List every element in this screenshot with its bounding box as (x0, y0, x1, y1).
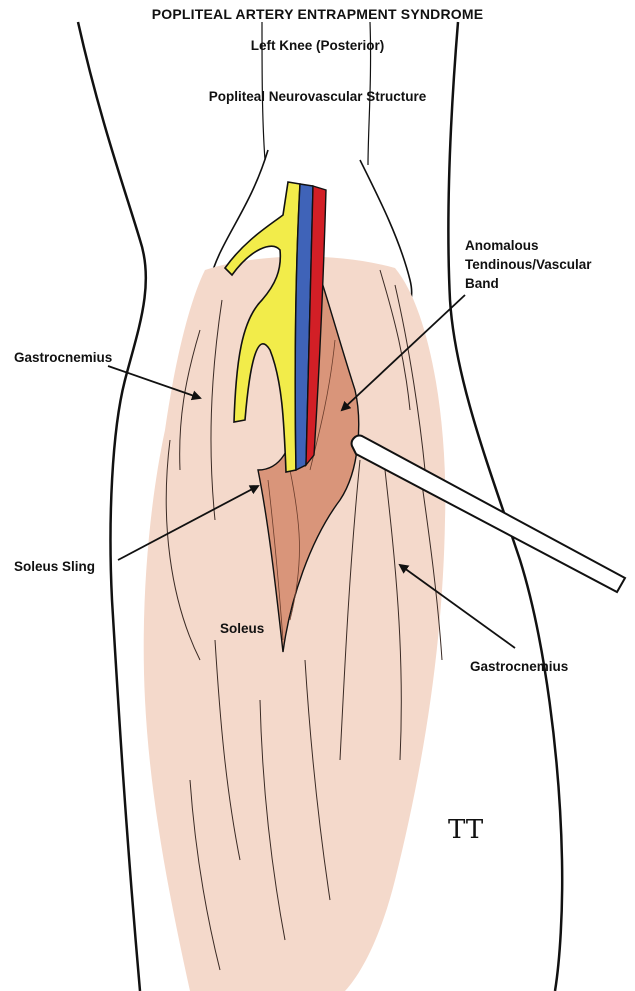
label-gastrocnemius-left: Gastrocnemius (14, 349, 112, 366)
label-gastrocnemius-right: Gastrocnemius (470, 658, 568, 675)
structure-subtitle: Popliteal Neurovascular Structure (0, 88, 635, 105)
diagram-title: POPLITEAL ARTERY ENTRAPMENT SYNDROME (0, 6, 635, 23)
label-soleus-sling: Soleus Sling (14, 558, 95, 575)
leg-outline-left (78, 22, 146, 991)
label-anomalous-band: Anomalous Tendinous/Vascular Band (465, 236, 625, 293)
view-subtitle: Left Knee (Posterior) (0, 37, 635, 54)
label-soleus: Soleus (220, 620, 264, 637)
artist-signature: TT (448, 822, 483, 839)
